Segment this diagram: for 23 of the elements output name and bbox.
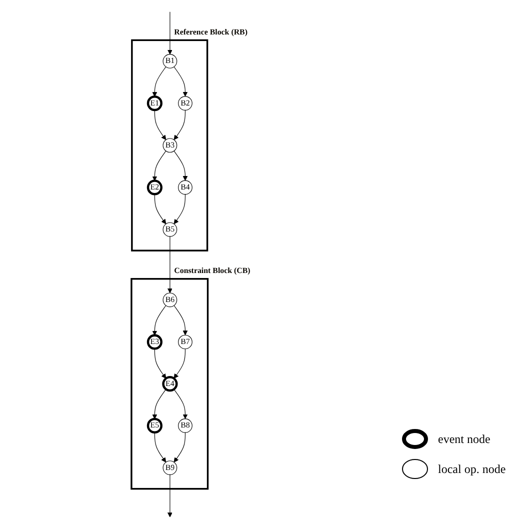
arrow xyxy=(152,66,166,97)
arrow xyxy=(152,305,166,336)
arrow xyxy=(167,12,172,55)
arrow xyxy=(154,194,166,224)
cluster xyxy=(131,39,208,252)
arrow xyxy=(152,150,166,182)
cluster xyxy=(130,278,209,490)
legend-text: event node xyxy=(438,432,490,446)
arrow xyxy=(167,236,172,294)
arrow xyxy=(174,150,188,181)
arrow xyxy=(174,66,188,97)
arrow xyxy=(152,388,166,420)
arrow xyxy=(167,474,172,518)
arrow xyxy=(174,348,186,379)
arrow xyxy=(154,432,166,462)
arrow xyxy=(174,110,186,140)
arrow xyxy=(154,110,166,140)
arrow xyxy=(154,348,166,379)
legend-text: local op. node xyxy=(438,462,506,476)
arrow xyxy=(174,432,186,462)
arrow xyxy=(174,305,188,336)
arrow xyxy=(174,194,186,224)
arrow xyxy=(174,388,188,420)
